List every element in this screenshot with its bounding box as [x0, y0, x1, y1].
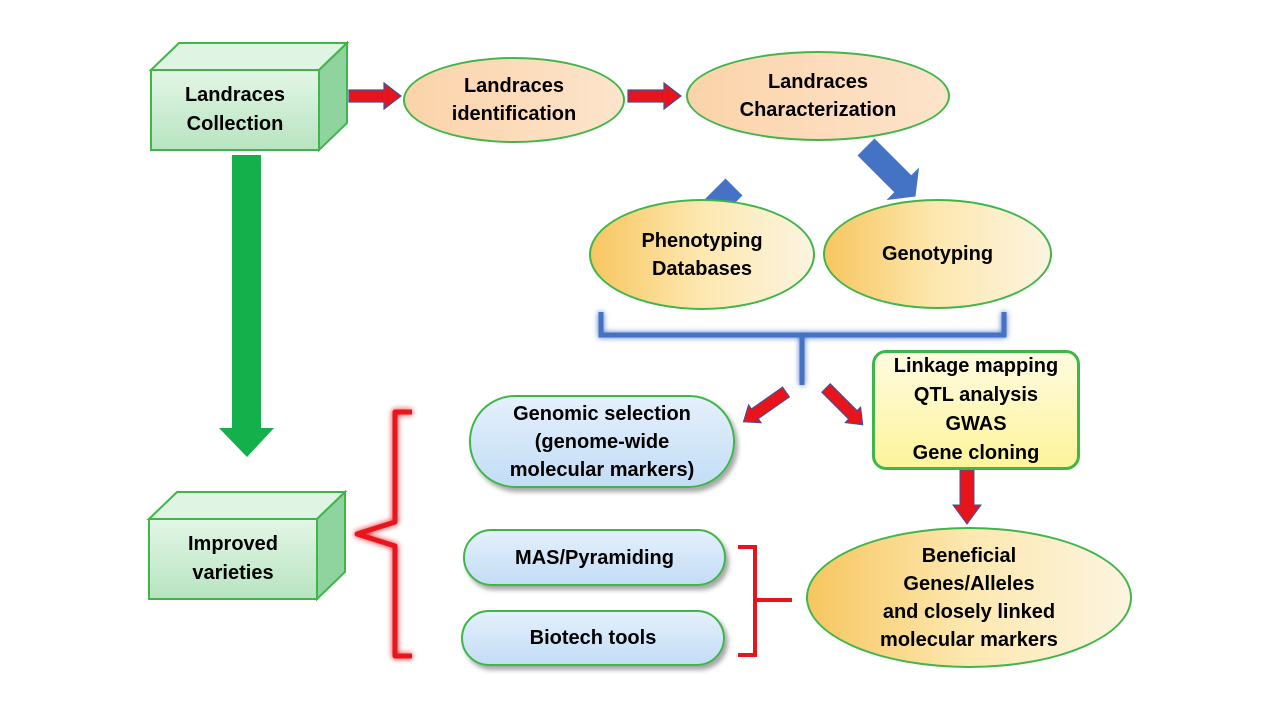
red-small-bracket: [738, 545, 792, 657]
arrow-analysis-to-beneficial: [952, 469, 982, 525]
genomic-selection-node: Genomic selection (genome-wide molecular…: [469, 395, 735, 488]
landraces-collection-label: Landraces Collection: [184, 84, 286, 135]
analysis-methods-box: Linkage mapping QTL analysis GWAS Gene c…: [872, 350, 1080, 470]
red-curly-brace: [354, 409, 412, 659]
arrow-identification-to-characterization: [627, 81, 682, 111]
genotyping-node: Genotyping: [823, 199, 1052, 309]
biotech-tools-node: Biotech tools: [461, 610, 725, 666]
landraces-identification-node: Landraces identification: [403, 57, 625, 143]
arrow-brace-to-analysis-methods: [821, 383, 864, 426]
landraces-collection-cube: [148, 40, 350, 153]
beneficial-genes-node: Beneficial Genes/Alleles and closely lin…: [806, 527, 1132, 668]
arrow-collection-to-identification: [348, 81, 402, 111]
phenotyping-databases-node: Phenotyping Databases: [589, 199, 815, 310]
arrow-characterization-to-genotyping: [857, 138, 920, 201]
landraces-characterization-node: Landraces Characterization: [686, 51, 950, 141]
improved-varieties-label: Improved varieties: [187, 533, 279, 584]
improved-varieties-cube: [146, 489, 348, 602]
arrow-collection-to-improved: [219, 155, 274, 457]
arrow-brace-to-genomic-selection: [742, 386, 791, 424]
blue-brace: [598, 312, 1007, 385]
mas-pyramiding-node: MAS/Pyramiding: [463, 529, 726, 586]
